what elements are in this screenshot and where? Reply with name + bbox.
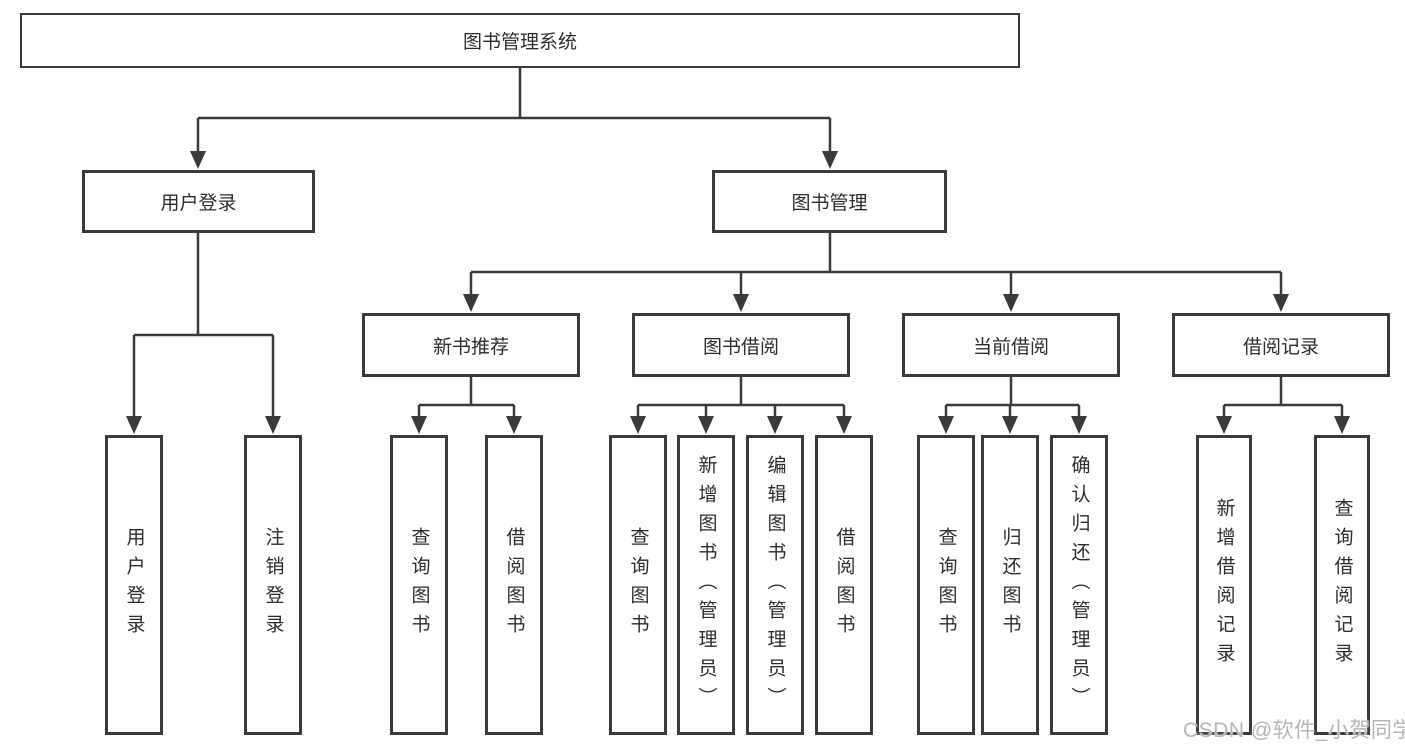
leaf-edit-book-admin-label: 编辑图书（管理员） bbox=[764, 454, 786, 716]
arrowheads bbox=[126, 151, 1350, 434]
node-user-login: 用户登录 bbox=[82, 170, 315, 233]
leaf-query-books-recommend: 查询图书 bbox=[390, 435, 448, 735]
leaf-query-books-recommend-label: 查询图书 bbox=[408, 527, 430, 643]
leaf-borrow-books-label: 借阅图书 bbox=[833, 527, 855, 643]
leaf-query-books-borrow: 查询图书 bbox=[609, 435, 667, 735]
leaf-query-borrow-record-label: 查询借阅记录 bbox=[1331, 498, 1353, 672]
node-current-borrow: 当前借阅 bbox=[902, 313, 1120, 377]
leaf-logout: 注销登录 bbox=[244, 435, 302, 735]
leaf-query-borrow-record: 查询借阅记录 bbox=[1314, 435, 1370, 735]
leaf-add-book-admin: 新增图书（管理员） bbox=[677, 435, 735, 735]
node-book-management: 图书管理 bbox=[712, 170, 947, 233]
leaf-edit-book-admin: 编辑图书（管理员） bbox=[746, 435, 804, 735]
node-user-login-label: 用户登录 bbox=[160, 193, 237, 214]
node-borrow-records: 借阅记录 bbox=[1172, 313, 1390, 377]
leaf-return-books-label: 归还图书 bbox=[999, 527, 1021, 643]
leaf-borrow-books-recommend: 借阅图书 bbox=[485, 435, 543, 735]
leaf-confirm-return-admin: 确认归还（管理员） bbox=[1050, 435, 1108, 735]
leaf-query-books-current: 查询图书 bbox=[917, 435, 975, 735]
node-root: 图书管理系统 bbox=[20, 13, 1020, 68]
csdn-watermark: CSDN @软件_小贺同学 bbox=[1183, 719, 1405, 742]
leaf-borrow-books-recommend-label: 借阅图书 bbox=[503, 527, 525, 643]
connector-paths bbox=[132, 68, 1344, 418]
leaf-add-borrow-record: 新增借阅记录 bbox=[1196, 435, 1252, 735]
node-book-borrow: 图书借阅 bbox=[632, 313, 850, 377]
leaf-borrow-books: 借阅图书 bbox=[815, 435, 873, 735]
node-current-borrow-label: 当前借阅 bbox=[972, 336, 1049, 358]
node-root-label: 图书管理系统 bbox=[462, 32, 577, 53]
leaf-confirm-return-admin-label: 确认归还（管理员） bbox=[1068, 454, 1090, 716]
leaf-query-books-current-label: 查询图书 bbox=[935, 527, 957, 643]
leaf-return-books: 归还图书 bbox=[981, 435, 1039, 735]
leaf-user-login-label: 用户登录 bbox=[123, 527, 145, 643]
leaf-add-book-admin-label: 新增图书（管理员） bbox=[695, 454, 717, 716]
leaf-query-books-borrow-label: 查询图书 bbox=[627, 527, 649, 643]
node-new-book-recommend-label: 新书推荐 bbox=[432, 336, 509, 358]
node-new-book-recommend: 新书推荐 bbox=[362, 313, 580, 377]
node-borrow-records-label: 借阅记录 bbox=[1242, 336, 1319, 358]
node-book-management-label: 图书管理 bbox=[791, 193, 868, 214]
leaf-logout-label: 注销登录 bbox=[262, 527, 284, 643]
leaf-add-borrow-record-label: 新增借阅记录 bbox=[1213, 498, 1235, 672]
leaf-user-login: 用户登录 bbox=[105, 435, 163, 735]
node-book-borrow-label: 图书借阅 bbox=[702, 336, 779, 358]
